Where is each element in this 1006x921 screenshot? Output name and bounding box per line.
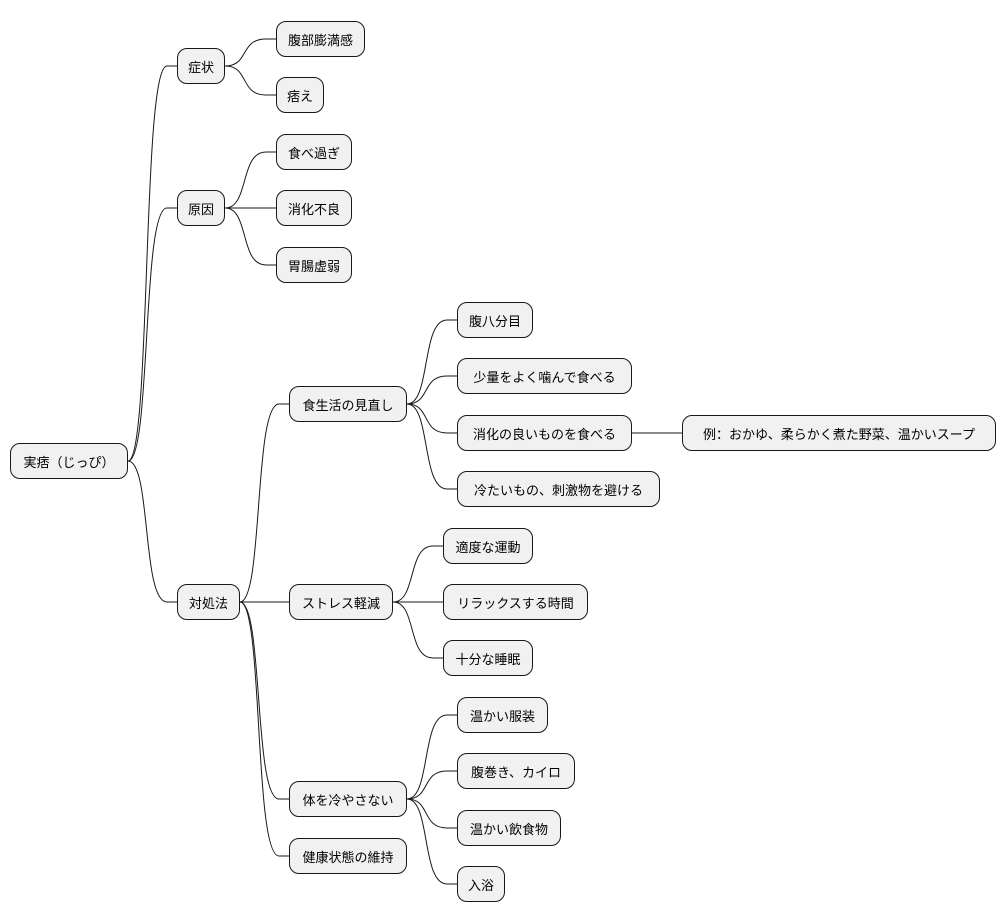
diet-node-moderation: 腹八分目 <box>457 302 533 338</box>
remedy-node-stress: ストレス軽減 <box>289 584 393 620</box>
edge-remedies-node-to-remedy-node-health <box>239 601 289 857</box>
warmth-node-warm-food: 温かい飲食物 <box>457 810 561 846</box>
edge-remedy-node-diet-to-diet-node-chew-well <box>406 375 457 405</box>
edge-remedy-node-diet-to-diet-node-avoid-cold <box>406 403 457 490</box>
warmth-node-belly-warmer: 腹巻き、カイロ <box>457 753 575 789</box>
cause-node-weak-stomach: 胃腸虚弱 <box>276 247 352 283</box>
edge-remedy-node-diet-to-diet-node-moderation <box>406 319 457 405</box>
symptom-node-bloating: 腹部膨満感 <box>276 21 365 57</box>
cause-node-indigestion: 消化不良 <box>276 190 352 226</box>
diet-example-node: 例：おかゆ、柔らかく煮た野菜、温かいスープ <box>682 415 996 451</box>
stress-node-sleep: 十分な睡眠 <box>443 640 533 676</box>
remedies-node: 対処法 <box>177 584 240 620</box>
edge-remedy-node-warmth-to-warmth-node-bath <box>406 798 457 885</box>
edge-remedy-node-diet-to-diet-node-digestible-food <box>406 403 457 434</box>
stress-node-relax: リラックスする時間 <box>443 584 588 620</box>
edge-root-node-to-causes-node <box>127 207 177 462</box>
diet-node-avoid-cold: 冷たいもの、刺激物を避ける <box>457 471 660 507</box>
edge-root-node-to-symptoms-node <box>127 65 177 462</box>
edge-causes-node-to-cause-node-overeating <box>224 151 276 209</box>
edge-root-node-to-remedies-node <box>127 460 177 603</box>
edge-remedy-node-stress-to-stress-node-sleep <box>392 601 443 659</box>
stress-node-exercise: 適度な運動 <box>443 528 533 564</box>
edge-symptoms-node-to-symptom-node-bloating <box>224 38 276 67</box>
diet-node-chew-well: 少量をよく噛んで食べる <box>457 358 632 394</box>
edge-remedies-node-to-remedy-node-diet <box>239 403 289 603</box>
warmth-node-bath: 入浴 <box>457 866 505 902</box>
edge-remedy-node-warmth-to-warmth-node-warm-food <box>406 798 457 829</box>
edge-symptoms-node-to-symptom-node-obstruction <box>224 65 276 96</box>
warmth-node-clothing: 温かい服装 <box>457 697 548 733</box>
edge-remedy-node-stress-to-stress-node-exercise <box>392 545 443 603</box>
remedy-node-health: 健康状態の維持 <box>289 838 407 874</box>
edge-causes-node-to-cause-node-weak-stomach <box>224 207 276 266</box>
symptoms-node: 症状 <box>177 48 225 84</box>
edge-remedies-node-to-remedy-node-warmth <box>239 601 289 800</box>
edge-remedy-node-warmth-to-warmth-node-belly-warmer <box>406 770 457 800</box>
cause-node-overeating: 食べ過ぎ <box>276 134 352 170</box>
edge-remedy-node-warmth-to-warmth-node-clothing <box>406 714 457 800</box>
causes-node: 原因 <box>177 190 225 226</box>
diet-node-digestible-food: 消化の良いものを食べる <box>457 415 632 451</box>
root-node: 実痞（じっぴ） <box>10 443 128 479</box>
symptom-node-obstruction: 痞え <box>276 77 324 113</box>
remedy-node-diet: 食生活の見直し <box>289 386 407 422</box>
remedy-node-warmth: 体を冷やさない <box>289 781 407 817</box>
